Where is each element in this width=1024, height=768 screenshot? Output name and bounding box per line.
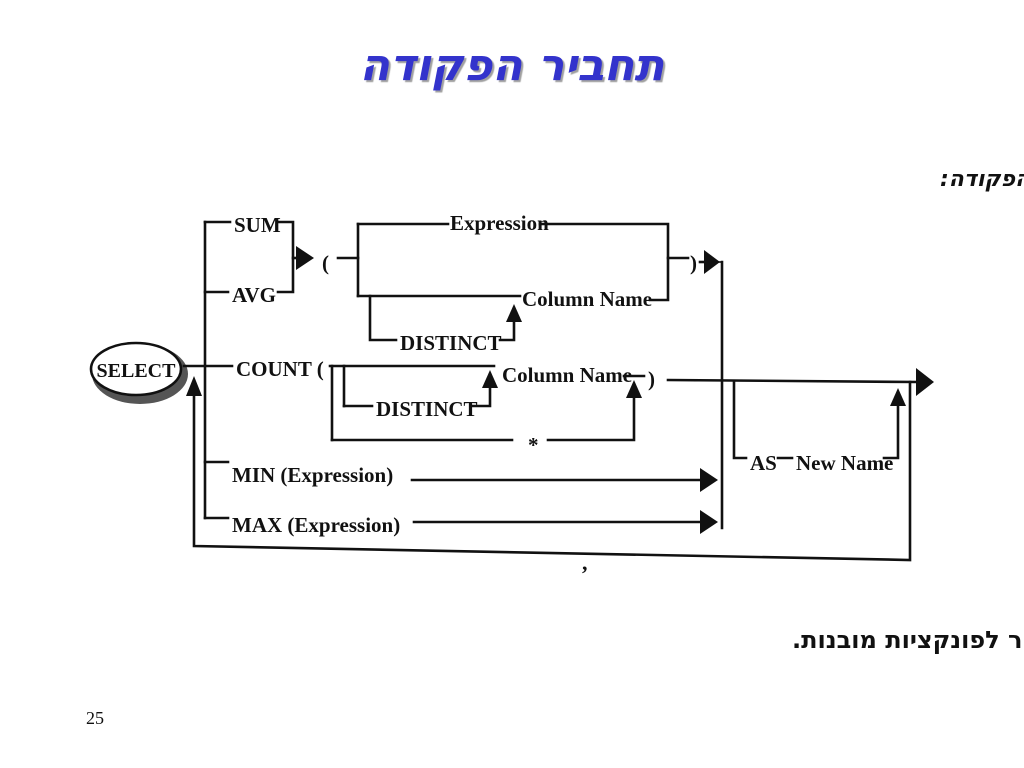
open-paren: (	[322, 251, 329, 275]
loop-back-arrow-icon	[186, 376, 202, 396]
as-label: AS	[750, 451, 777, 475]
count-distinct-arrow-icon	[482, 370, 498, 388]
sum-label: SUM	[234, 213, 281, 237]
column-name-label: Column Name	[522, 287, 652, 311]
count-column-name-label: Column Name	[502, 363, 632, 387]
distinct-arrow-icon	[506, 304, 522, 322]
diagram-heading: תחביר הפקודה:	[940, 167, 1024, 192]
count-close-paren: )	[648, 367, 655, 391]
sum-avg-arrow-icon	[296, 246, 314, 270]
new-name-arrow-icon	[890, 388, 906, 406]
star-arrow-icon	[626, 380, 642, 398]
max-arrow-icon	[700, 510, 718, 534]
slide-title: תחביר הפקודה	[359, 40, 665, 91]
expression-label: Expression	[450, 211, 549, 235]
max-label: MAX (Expression)	[232, 513, 400, 537]
avg-label: AVG	[232, 283, 276, 307]
diagram-caption: תרשים תחביר לפונקציות מובנות.	[792, 626, 1024, 654]
star-label: *	[528, 433, 539, 457]
count-distinct-label: DISTINCT	[376, 397, 478, 421]
new-name-label: New Name	[796, 451, 893, 475]
page-number: 25	[86, 708, 104, 728]
end-arrow-icon	[916, 368, 934, 396]
distinct-label: DISTINCT	[400, 331, 502, 355]
min-arrow-icon	[700, 468, 718, 492]
select-label: SELECT	[97, 360, 177, 382]
select-node: SELECT	[89, 341, 188, 404]
comma-label: ,	[582, 550, 588, 575]
close-paren: )	[690, 251, 697, 275]
min-label: MIN (Expression)	[232, 463, 393, 487]
main-line	[666, 378, 920, 384]
count-label: COUNT (	[236, 357, 324, 381]
